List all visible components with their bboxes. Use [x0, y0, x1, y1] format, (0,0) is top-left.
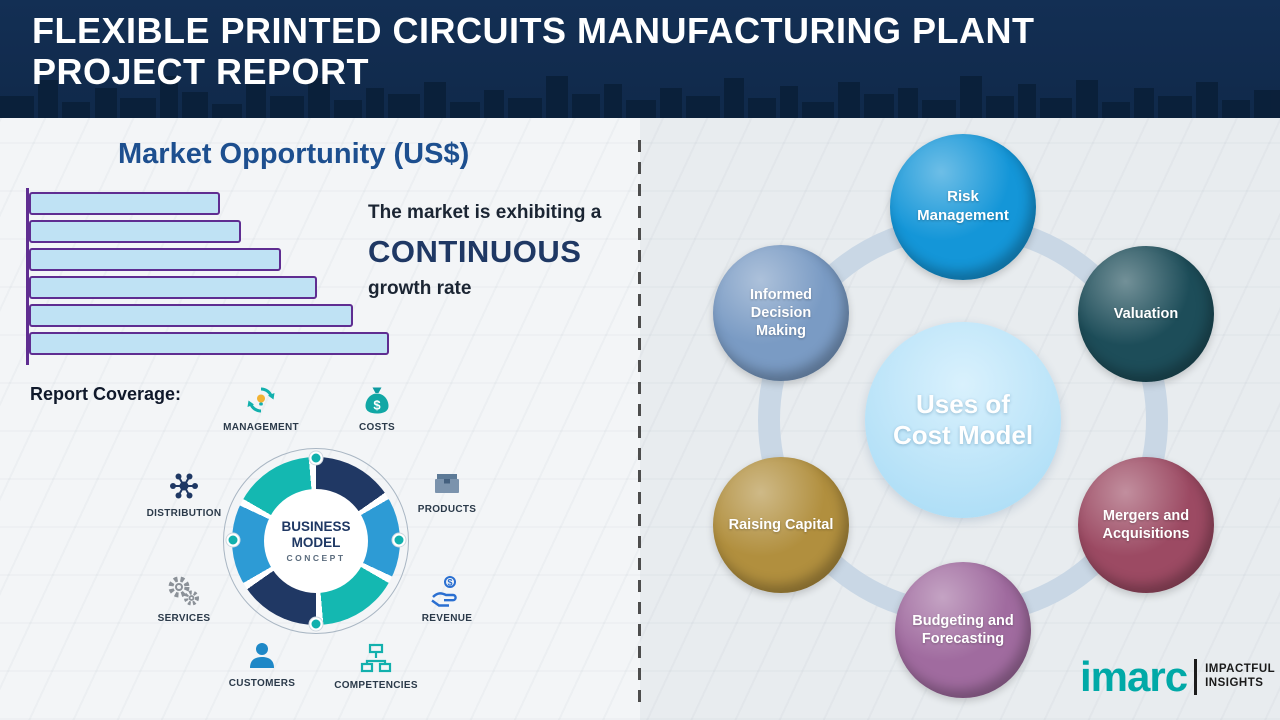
content: Market Opportunity (US$) The market is e…: [0, 118, 1280, 720]
bm-item-revenue: $ REVENUE: [389, 573, 505, 624]
recycle-arrows-icon: [247, 387, 275, 413]
market-growth-bar: [29, 332, 389, 355]
ring-node-dot: [226, 533, 240, 547]
circle-label: Informed Decision Making: [749, 286, 813, 340]
imarc-logo-text: imarc: [1080, 653, 1188, 700]
market-growth-bar: [29, 192, 220, 215]
bm-item-label: COSTS: [359, 422, 395, 433]
section-title-market-opportunity: Market Opportunity (US$): [118, 138, 470, 170]
header-banner: FLEXIBLE PRINTED CIRCUITS MANUFACTURING …: [0, 0, 1280, 118]
cost-model-center: Uses of Cost Model: [865, 322, 1061, 518]
svg-text:$: $: [373, 398, 381, 413]
circle-label: Raising Capital: [728, 516, 834, 533]
cost-model-circle-raising-capital: Raising Capital: [713, 457, 849, 593]
bm-item-services: SERVICES: [126, 573, 242, 624]
business-model-ring: BUSINESS MODEL CONCEPT: [232, 457, 400, 625]
svg-text:$: $: [447, 578, 452, 588]
business-model-center-line2: MODEL: [291, 535, 341, 550]
cost-model-circle-informed-decision-making: Informed Decision Making: [713, 245, 849, 381]
bm-item-label: CUSTOMERS: [228, 678, 296, 689]
vertical-divider: [638, 140, 641, 702]
network-hub-icon: [170, 473, 198, 499]
market-growth-bar: [29, 248, 281, 271]
bm-item-label: SERVICES: [157, 613, 211, 624]
market-growth-bar: [29, 276, 317, 299]
bar-chart-axis: [26, 188, 29, 365]
bm-item-label: REVENUE: [421, 613, 473, 624]
business-model-center: BUSINESS MODEL CONCEPT: [264, 489, 368, 593]
left-panel: Market Opportunity (US$) The market is e…: [0, 118, 1280, 720]
circle-label: Mergers and Acquisitions: [1102, 507, 1190, 542]
circle-label: Risk Management: [917, 188, 1009, 224]
hand-coin-icon: $: [431, 576, 457, 607]
cost-model-circle-mergers-acquisitions: Mergers and Acquisitions: [1078, 457, 1214, 593]
market-growth-bar: [29, 304, 353, 327]
circle-label: Budgeting and Forecasting: [912, 612, 1014, 647]
bm-item-distribution: DISTRIBUTION: [126, 468, 242, 519]
bm-item-products: PRODUCTS: [389, 464, 505, 515]
market-growth-bar: [29, 220, 241, 243]
logo-tagline-line2: INSIGHTS: [1205, 677, 1264, 689]
logo-divider-bar: [1194, 659, 1198, 695]
money-bag-icon: $: [365, 387, 389, 414]
bm-item-customers: CUSTOMERS: [204, 638, 320, 689]
bm-item-label: DISTRIBUTION: [146, 508, 222, 519]
ring-node-dot: [309, 451, 323, 465]
right-panel: Risk Management Valuation Mergers and Ac…: [0, 118, 1280, 720]
bm-item-competencies: COMPETENCIES: [318, 640, 434, 691]
market-opportunity-bar-chart: [29, 192, 389, 360]
growth-text-line1: The market is exhibiting a: [368, 202, 602, 223]
city-skyline-graphic: [0, 76, 1280, 118]
bm-item-label: PRODUCTS: [417, 504, 477, 515]
person-icon: [250, 643, 274, 668]
bm-item-management: MANAGEMENT: [203, 382, 319, 433]
business-model-center-line3: CONCEPT: [286, 553, 346, 564]
cost-model-circle-risk-management: Risk Management: [890, 134, 1036, 280]
box-icon: [435, 474, 459, 493]
circle-label: Valuation: [1113, 305, 1179, 322]
business-model-center-line1: BUSINESS: [281, 518, 351, 534]
report-coverage-label: Report Coverage:: [30, 384, 182, 404]
cost-model-circle-valuation: Valuation: [1078, 246, 1214, 382]
bm-item-label: MANAGEMENT: [223, 422, 299, 433]
cost-model-circle-budgeting-forecasting: Budgeting and Forecasting: [895, 562, 1031, 698]
imarc-logo: imarc IMPACTFUL INSIGHTS: [1080, 656, 1275, 698]
ring-node-dot: [309, 617, 323, 631]
cost-model-center-line1: Uses of: [916, 389, 1010, 419]
bm-item-label: COMPETENCIES: [334, 680, 418, 691]
page-title: FLEXIBLE PRINTED CIRCUITS MANUFACTURING …: [32, 10, 1035, 93]
gears-icon: [168, 576, 199, 606]
growth-text-continuous: CONTINUOUS: [368, 234, 582, 269]
growth-annotation: The market is exhibiting a CONTINUOUS gr…: [368, 202, 601, 300]
logo-tagline: IMPACTFUL INSIGHTS: [1205, 663, 1275, 690]
growth-text-line3: growth rate: [368, 278, 472, 299]
ring-node-dot: [392, 533, 406, 547]
logo-tagline-line1: IMPACTFUL: [1205, 663, 1276, 676]
org-chart-icon: [360, 643, 392, 673]
bm-item-costs: $ COSTS: [319, 382, 435, 433]
cost-model-center-line2: Cost Model: [892, 420, 1034, 450]
business-model-outer-circle: [223, 448, 409, 634]
